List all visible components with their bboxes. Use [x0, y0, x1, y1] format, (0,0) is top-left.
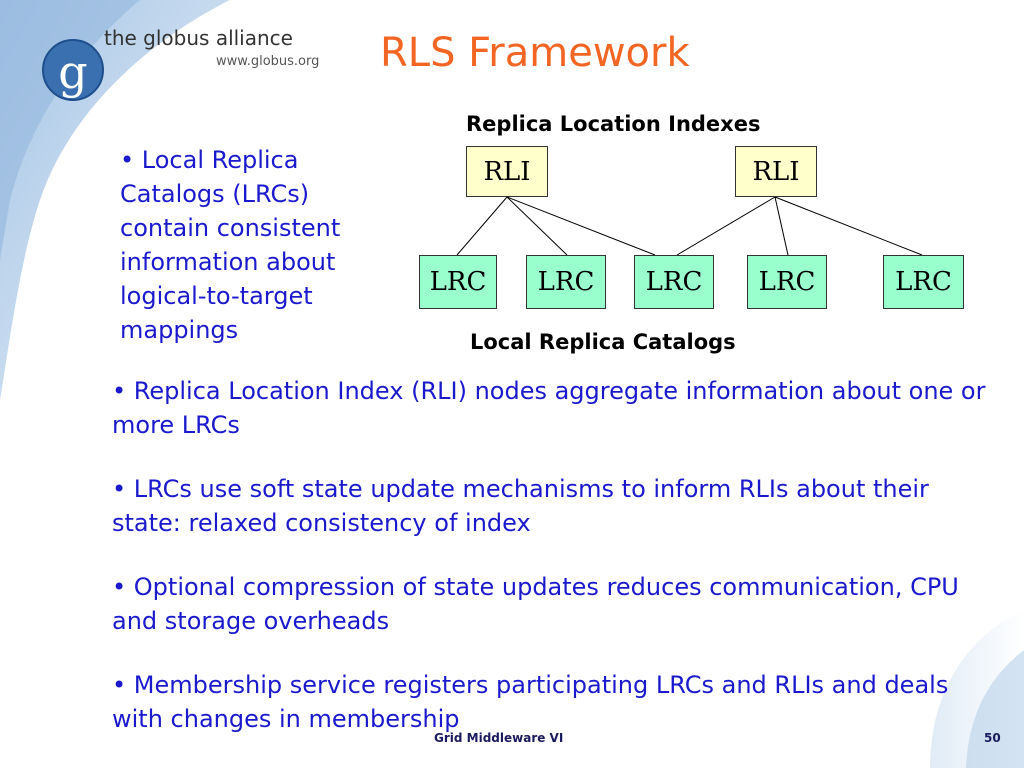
bullet-item: • Membership service registers participa…: [112, 671, 949, 733]
lrc-node: LRC: [419, 255, 497, 309]
bullet-item: • LRCs use soft state update mechanisms …: [112, 475, 929, 537]
rli-node: RLI: [735, 146, 817, 197]
side-bullet-text: • Local Replica Catalogs (LRCs) contain …: [120, 146, 341, 344]
slide-title: RLS Framework: [380, 30, 690, 76]
lrc-node: LRC: [634, 255, 714, 309]
org-url: www.globus.org: [216, 54, 320, 69]
bullet-item: • Optional compression of state updates …: [112, 573, 959, 635]
footer-title: Grid Middleware VI: [434, 731, 564, 745]
diagram-top-heading: Replica Location Indexes: [466, 112, 761, 136]
globus-logo-icon: g: [42, 39, 104, 101]
logo-letter: g: [58, 45, 87, 99]
lrc-node: LRC: [883, 255, 964, 309]
rli-node: RLI: [466, 146, 548, 197]
page-number: 50: [984, 731, 1001, 745]
diagram-bottom-heading: Local Replica Catalogs: [470, 330, 736, 354]
lrc-node: LRC: [526, 255, 606, 309]
bullet-item: • Replica Location Index (RLI) nodes agg…: [112, 377, 986, 439]
lrc-node: LRC: [747, 255, 827, 309]
org-name: the globus alliance: [104, 26, 293, 50]
